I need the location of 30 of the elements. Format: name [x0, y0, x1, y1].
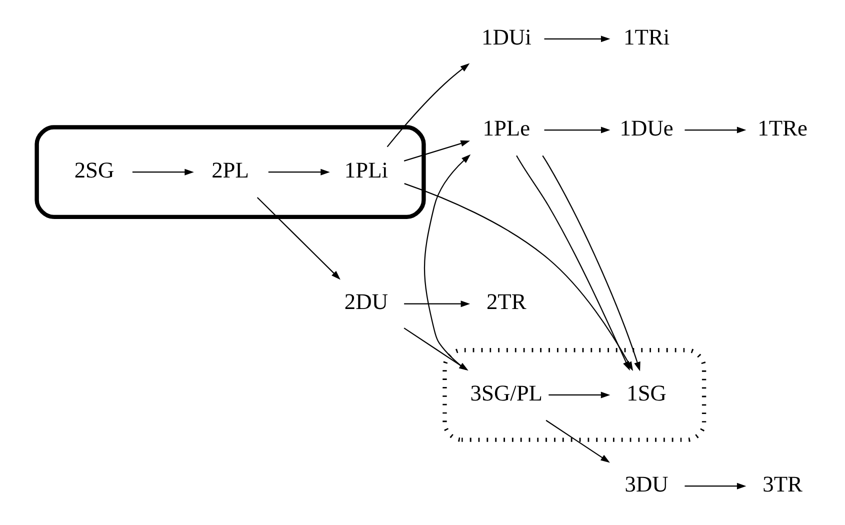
node-text: 2PL: [211, 157, 248, 182]
node-text: 2SG: [74, 157, 114, 182]
node-text: 1DUe: [619, 115, 673, 140]
arrow: [403, 328, 468, 371]
node-text: 1PLi: [344, 157, 388, 182]
node-text: 3SG/PL: [470, 380, 542, 406]
cluster: [34, 125, 426, 220]
arrow: [548, 392, 610, 398]
node-text: 1SG: [626, 380, 666, 406]
arrow: [684, 482, 746, 490]
node-text: 1TRi: [623, 24, 670, 50]
arrow: [268, 168, 330, 176]
node-text: 1PLe: [482, 115, 530, 140]
arrow: [545, 420, 610, 463]
node-text: 1TRe: [757, 115, 807, 140]
node-text: 2DU: [344, 289, 388, 314]
arrow: [684, 126, 746, 134]
arrow: [544, 36, 610, 42]
node-text: 3DU: [624, 471, 668, 496]
arrow: [256, 197, 340, 280]
node-text: 3TR: [762, 471, 802, 496]
cluster: [442, 348, 706, 442]
node-text: 2TR: [486, 289, 526, 314]
arrow: [403, 140, 470, 162]
node-text: 1DUi: [481, 24, 531, 50]
arrow: [386, 63, 470, 148]
arrow: [404, 300, 470, 308]
arrow: [132, 168, 194, 176]
arrow: [423, 154, 470, 370]
arrow: [544, 126, 610, 134]
